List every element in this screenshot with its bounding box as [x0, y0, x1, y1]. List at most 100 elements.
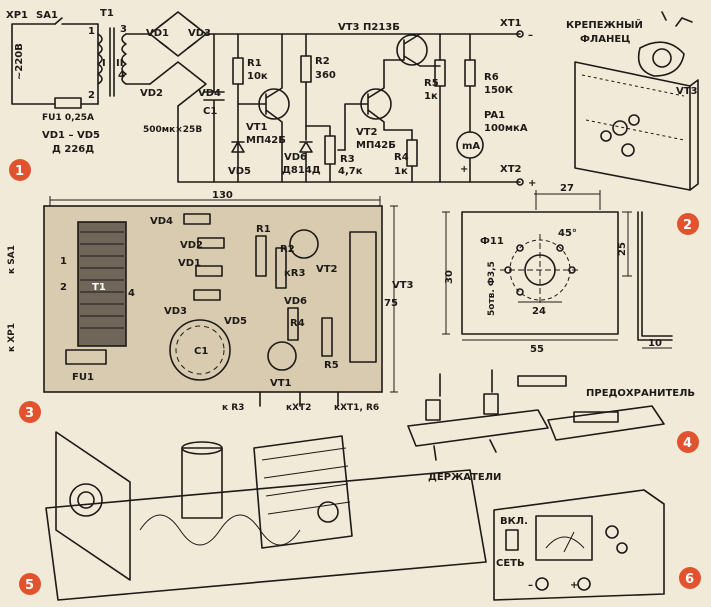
meter-plus: +	[460, 164, 468, 175]
r3-label: R3	[340, 154, 355, 165]
pcb-c1-label: C1	[194, 346, 208, 357]
badge-3: 3	[19, 401, 41, 423]
r2	[300, 55, 312, 83]
pcb-c1	[169, 319, 231, 381]
power-switch[interactable]	[505, 529, 519, 551]
r5	[434, 59, 446, 87]
xt1-minus: –	[528, 30, 533, 41]
terminal-plus[interactable]	[577, 577, 591, 591]
pcb-r5-label: R5	[324, 360, 339, 371]
r6-value: 150К	[484, 85, 514, 96]
pcb-vt3-label: VT3	[392, 280, 414, 291]
mounted-fuse	[573, 411, 619, 423]
r5-value: 1к	[424, 91, 438, 102]
pcb-pin-2: 2	[60, 282, 67, 293]
terminal-plus-label: +	[570, 580, 578, 591]
dim-24: 24	[532, 306, 546, 317]
pa1-meter	[456, 131, 484, 159]
pcb-vd6-label: VD6	[284, 296, 307, 307]
c1-value: 500мк×25В	[143, 125, 202, 135]
pcb-vd4-label: VD4	[150, 216, 173, 227]
vt1-label: VT1	[246, 122, 268, 133]
t1-label: T1	[100, 8, 114, 19]
diode-type-label: Д 226Д	[52, 144, 94, 155]
pcb-vd4	[183, 213, 211, 225]
dim-angle: 45°	[558, 228, 577, 239]
svg-text:6: 6	[685, 572, 694, 587]
pcb-pin-1: 1	[60, 256, 67, 267]
dim-10: 10	[648, 338, 662, 349]
pcb-vt2	[289, 229, 319, 259]
terminal-minus[interactable]	[535, 577, 549, 591]
meter-symbol: mA	[462, 141, 480, 152]
xt2-label: XT2	[500, 164, 522, 175]
pcb-fu1	[65, 349, 107, 365]
fuse-fu1	[54, 97, 82, 109]
pcb-t1	[77, 221, 127, 347]
fuse-holders: ДЕРЖАТЕЛИ ПРЕДОХРАНИТЕЛЬ	[407, 369, 695, 483]
r3	[324, 135, 336, 165]
badge-2: 2	[677, 213, 699, 235]
dim-27: 27	[560, 183, 574, 194]
r4-value: 1к	[394, 166, 408, 177]
pcb-vd5-label: VD5	[224, 316, 247, 327]
panel-meter	[535, 515, 593, 561]
vd6-type: Д814Д	[282, 165, 321, 176]
pcb-vt1	[267, 341, 297, 371]
svg-text:5: 5	[25, 578, 34, 593]
flange-vt3-label: VT3	[676, 86, 698, 97]
pcb-ksa1: к SA1	[7, 245, 17, 274]
pcb-r1	[255, 235, 267, 277]
flange-drawing: КРЕПЕЖНЫЙ ФЛАНЕЦ VT3	[566, 11, 699, 191]
svg-text:2: 2	[683, 218, 692, 233]
winding-2: II	[116, 58, 123, 69]
pin-1: 1	[88, 26, 95, 37]
pcb-t1-label: T1	[92, 282, 106, 293]
vd3-label: VD3	[188, 28, 211, 39]
dim-25: 25	[617, 242, 628, 256]
schematic: XP1 SA1 ~220В FU1 0,25A VD1 – VD5 Д 226Д…	[6, 8, 536, 189]
flange-label-1: КРЕПЕЖНЫЙ	[566, 18, 643, 31]
switch-on-label: ВКЛ.	[500, 516, 528, 527]
c1-label: C1	[203, 106, 217, 117]
badge-1: 1	[9, 159, 31, 181]
pcb-out-xt1: кXT1, R6	[334, 403, 379, 413]
pcb-kxp1: к XP1	[7, 323, 17, 352]
pcb-vd2-label: VD2	[180, 240, 203, 251]
sa1-label: SA1	[36, 10, 58, 21]
panel-knob-1[interactable]	[605, 525, 619, 539]
pcb-r5	[321, 317, 333, 357]
pcb-r3-label: кR3	[284, 268, 305, 279]
pcb-vt3-bracket	[349, 231, 377, 363]
dim-130: 130	[212, 190, 233, 201]
pcb-fu1-label: FU1	[72, 372, 94, 383]
winding-1: I	[102, 58, 106, 69]
r1	[232, 57, 244, 85]
pcb-vd1-label: VD1	[178, 258, 201, 269]
mains-label: ~220В	[14, 43, 25, 80]
dim-75: 75	[384, 298, 398, 309]
pin-45: 4	[118, 70, 125, 81]
pcb-vt1-label: VT1	[270, 378, 292, 389]
vd4-label: VD4	[198, 88, 221, 99]
vt2-label: VT2	[356, 127, 378, 138]
xt1-label: XT1	[500, 18, 522, 29]
pcb-vd2	[197, 237, 225, 249]
loose-fuse	[517, 375, 567, 387]
pcb-out-xt2: кXT2	[286, 403, 311, 413]
diode-range-label: VD1 – VD5	[42, 130, 100, 141]
r2-label: R2	[315, 56, 330, 67]
vd1-label: VD1	[146, 28, 169, 39]
r6-label: R6	[484, 72, 499, 83]
dim-30: 30	[444, 270, 455, 284]
assembly-drawing	[45, 431, 487, 601]
pcb-r2-label: R2	[280, 244, 295, 255]
switch-net-label: СЕТЬ	[496, 558, 525, 569]
front-panel-drawing: ВКЛ. СЕТЬ – +	[493, 489, 665, 601]
svg-text:3: 3	[25, 406, 34, 421]
fuse-label-text: ПРЕДОХРАНИТЕЛЬ	[586, 388, 695, 399]
r4-label: R4	[394, 152, 409, 163]
panel-knob-2[interactable]	[616, 542, 628, 554]
vt1-type: МП42Б	[246, 135, 286, 146]
